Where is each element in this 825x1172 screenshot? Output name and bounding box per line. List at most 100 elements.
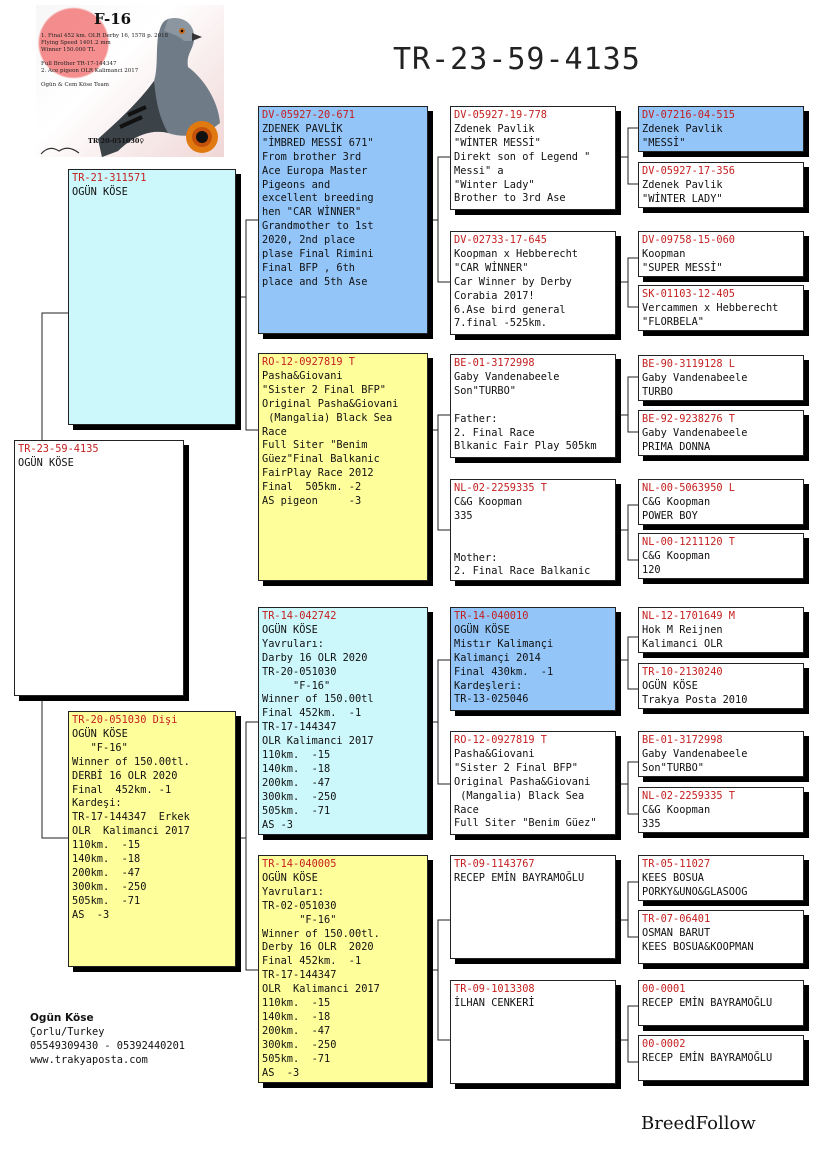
pedigree-line: (Mangalia) Black Sea <box>262 411 393 424</box>
pedigree-line: PORKY&UNO&GLASOOG <box>642 885 748 898</box>
pedigree-dam[interactable]: TR-20-051030 Dişi OGÜN KÖSE "F-16"Winner… <box>68 711 236 967</box>
pedigree-subject[interactable]: TR-23-59-4135 OGÜN KÖSE <box>14 440 184 696</box>
pedigree-line: Pigeons and <box>262 178 331 191</box>
pedigree-lines: Zdenek Pavlik"WİNTER LADY" <box>642 179 800 207</box>
pedigree-line: Corabia 2017! <box>454 289 535 302</box>
pedigree-line: RECEP EMİN BAYRAMOĞLU <box>642 1051 773 1064</box>
pedigree-line: Full Siter "Benim <box>262 439 368 452</box>
pedigree-ssd[interactable]: DV-02733-17-645 Koopman x Hebberecht"CAR… <box>450 231 616 335</box>
pedigree-lines: OGÜN KÖSE <box>18 457 180 471</box>
pedigree-line: excellent breeding <box>262 192 374 205</box>
pedigree-dds[interactable]: TR-09-1143767 RECEP EMİN BAYRAMOĞLU <box>450 855 616 959</box>
pedigree-line: Koopman x Hebberecht <box>454 247 578 260</box>
pedigree-line: 120 <box>642 563 661 576</box>
pedigree-line: OSMAN BARUT <box>642 926 711 939</box>
pedigree-line: KEES BOSUA&KOOPMAN <box>642 940 754 953</box>
pedigree-sire-dam[interactable]: RO-12-0927819 T Pasha&Giovani"Sister 2 F… <box>258 353 428 581</box>
pedigree-line: 2. Final Race Balkanic <box>454 565 591 578</box>
ring-number: BE-92-9238276 T <box>642 413 735 425</box>
pedigree-line: C&G Koopman <box>454 495 523 508</box>
pedigree-line: Mother: <box>454 551 498 564</box>
pigeon-ring: TR 20-051030♀ <box>88 137 145 145</box>
pedigree-line: 200km. -47 <box>262 1024 331 1037</box>
pedigree-gen4-2[interactable]: DV-05927-17-356 Zdenek Pavlik"WİNTER LAD… <box>638 162 804 208</box>
pedigree-gen4-3[interactable]: DV-09758-15-060 Koopman"SUPER MESSİ" <box>638 231 804 277</box>
ring-number: DV-05927-19-778 <box>454 109 547 121</box>
pedigree-line: Gaby Vandenabeele <box>642 371 748 384</box>
pedigree-lines: Koopman x Hebberecht"CAR WİNNER"Car Winn… <box>454 248 612 331</box>
pedigree-line: 335 <box>642 817 661 830</box>
ring-number: NL-12-1701649 M <box>642 610 735 622</box>
pedigree-line: "Winter Lady" <box>454 178 535 191</box>
pedigree-line: "F-16" <box>72 741 128 754</box>
pedigree-dsd[interactable]: RO-12-0927819 T Pasha&Giovani"Sister 2 F… <box>450 731 616 835</box>
pedigree-gen4-15[interactable]: 00-0001 RECEP EMİN BAYRAMOĞLU <box>638 980 804 1026</box>
pedigree-lines: Zdenek Pavlik"MESSİ" <box>642 123 800 151</box>
pedigree-line: Final 505km. -2 <box>262 481 362 494</box>
pedigree-gen4-16[interactable]: 00-0002 RECEP EMİN BAYRAMOĞLU <box>638 1035 804 1081</box>
ring-number: TR-23-59-4135 <box>18 443 99 455</box>
pedigree-line: Ace Europa Master <box>262 164 368 177</box>
ring-number: 00-0002 <box>642 1038 686 1050</box>
pedigree-line: AS -3 <box>72 908 110 921</box>
pedigree-sire-sire[interactable]: DV-05927-20-671 ZDENEK PAVLİK"İMBRED MES… <box>258 106 428 334</box>
pedigree-line: 7.final -525km. <box>454 317 547 330</box>
ring-number: TR-20-051030 Dişi <box>72 714 178 726</box>
pedigree-line: C&G Koopman <box>642 549 711 562</box>
pedigree-line: "İMBRED MESSİ 671" <box>262 136 374 149</box>
pedigree-line: TR-17-144347 <box>262 721 337 734</box>
pedigree-line: OGÜN KÖSE <box>18 456 74 469</box>
pedigree-line: Güez"Final Balkanic <box>262 453 380 466</box>
pigeon-image <box>98 18 220 157</box>
pedigree-gen4-1[interactable]: DV-07216-04-515 Zdenek Pavlik"MESSİ" <box>638 106 804 152</box>
pedigree-gen4-4[interactable]: SK-01103-12-405 Vercammen x Hebberecht"F… <box>638 285 804 331</box>
pedigree-line: Winner of 150.00tl. <box>72 755 190 768</box>
pedigree-line: ZDENEK PAVLİK <box>262 122 343 135</box>
pedigree-line: "WİNTER LADY" <box>642 192 723 205</box>
breeder-website[interactable]: www.trakyaposta.com <box>30 1054 148 1066</box>
pedigree-sss[interactable]: DV-05927-19-778 Zdenek Pavlik"WİNTER MES… <box>450 106 616 210</box>
ring-number: TR-14-042742 <box>262 610 337 622</box>
pedigree-line: "WİNTER MESSİ" <box>454 136 541 149</box>
pedigree-line: "FLORBELA" <box>642 315 704 328</box>
pedigree-line: Kardeşleri: <box>454 679 523 692</box>
pigeon-info: 1. Final 452 km. OLR Derby 16, 1578 p. 2… <box>41 33 169 88</box>
ring-number: NL-02-2259335 T <box>642 790 735 802</box>
pedigree-ddd[interactable]: TR-09-1013308 İLHAN CENKERİ <box>450 980 616 1084</box>
pedigree-line: RECEP EMİN BAYRAMOĞLU <box>454 871 585 884</box>
pedigree-lines: Zdenek Pavlik"WİNTER MESSİ"Direkt son of… <box>454 123 612 206</box>
ring-number: DV-05927-20-671 <box>262 109 355 121</box>
breeder-contact: Ogün Köse Çorlu/Turkey 05549309430 - 053… <box>30 1011 185 1067</box>
breeder-name: Ogün Köse <box>30 1012 94 1024</box>
ring-number: NL-02-2259335 T <box>454 482 547 494</box>
pedigree-line: TR-17-144347 Erkek <box>72 811 190 824</box>
breedfollow-watermark: BreedFollow <box>641 1113 756 1134</box>
pedigree-line: (Mangalia) Black Sea <box>454 789 585 802</box>
pedigree-line: RECEP EMİN BAYRAMOĞLU <box>642 996 773 1009</box>
pedigree-line: KEES BOSUA <box>642 871 704 884</box>
pedigree-line: 140km. -18 <box>72 853 141 866</box>
pedigree-line: Pasha&Giovani <box>262 369 343 382</box>
pedigree-line: OGÜN KÖSE <box>262 871 318 884</box>
pedigree-line: "SUPER MESSİ" <box>642 261 723 274</box>
pedigree-lines: Pasha&Giovani"Sister 2 Final BFP"Origina… <box>454 748 612 831</box>
pedigree-sire[interactable]: TR-21-311571 OGÜN KÖSE <box>68 169 236 425</box>
